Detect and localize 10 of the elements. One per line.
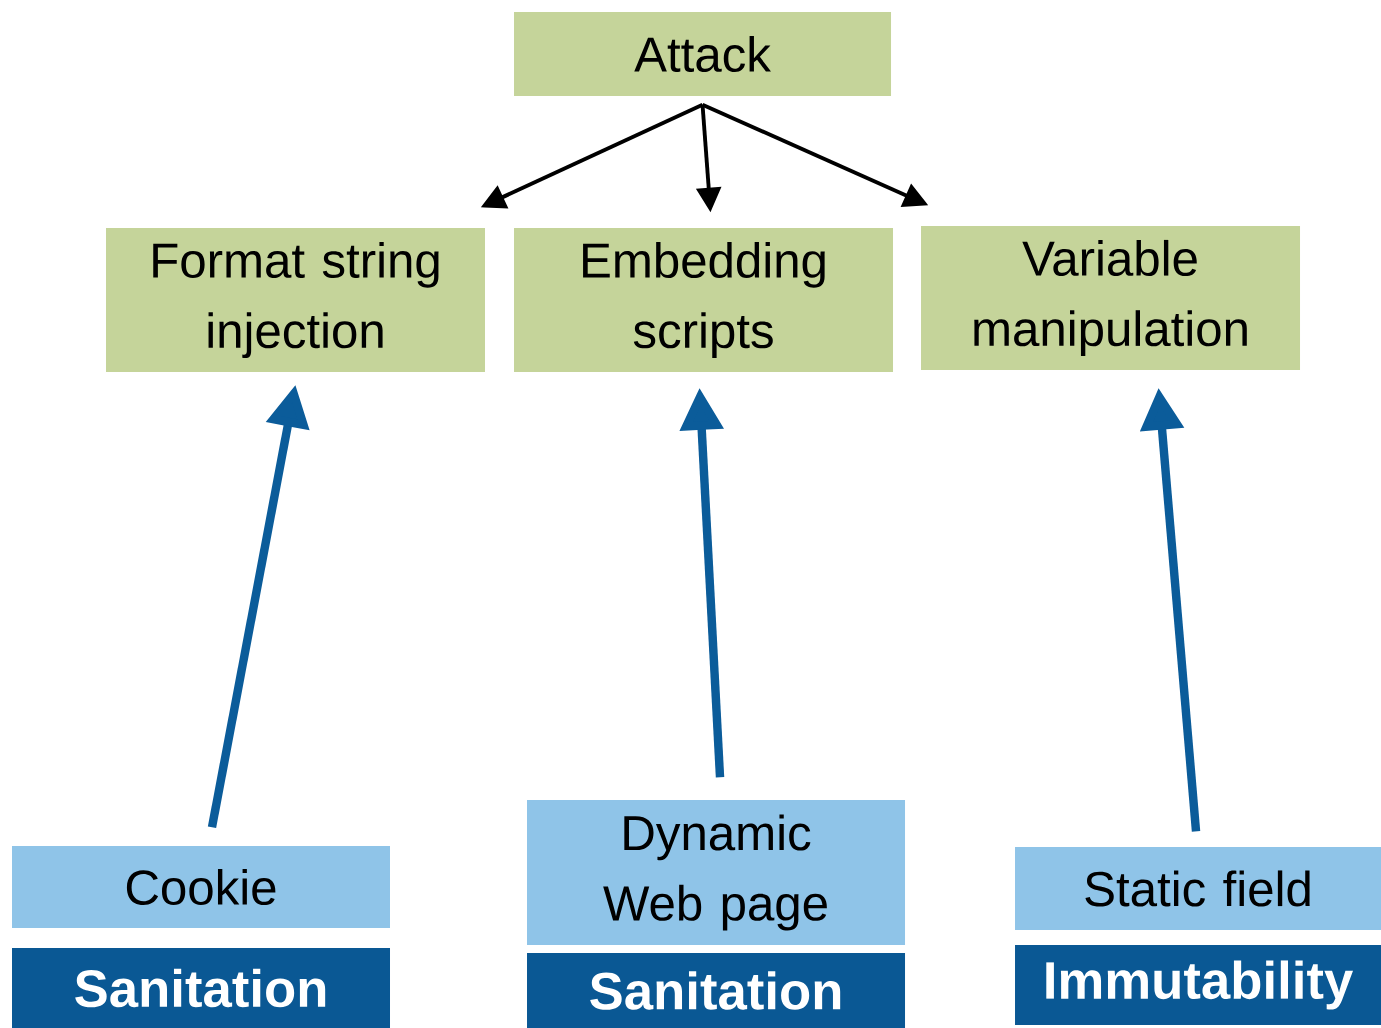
source-box: Cookie [12,846,390,928]
defense-box: Sanitation [12,948,390,1028]
attack-box: Variable manipulation [921,226,1301,370]
defense-box: Immutability [1015,945,1381,1025]
source-box: Static field [1015,847,1381,930]
attack-box: Attack [514,12,891,96]
attack-box: Format string injection [106,228,485,372]
defense-box: Sanitation [527,953,905,1028]
attack-box: Embedding scripts [514,228,893,372]
source-box: Dynamic Web page [527,800,905,945]
